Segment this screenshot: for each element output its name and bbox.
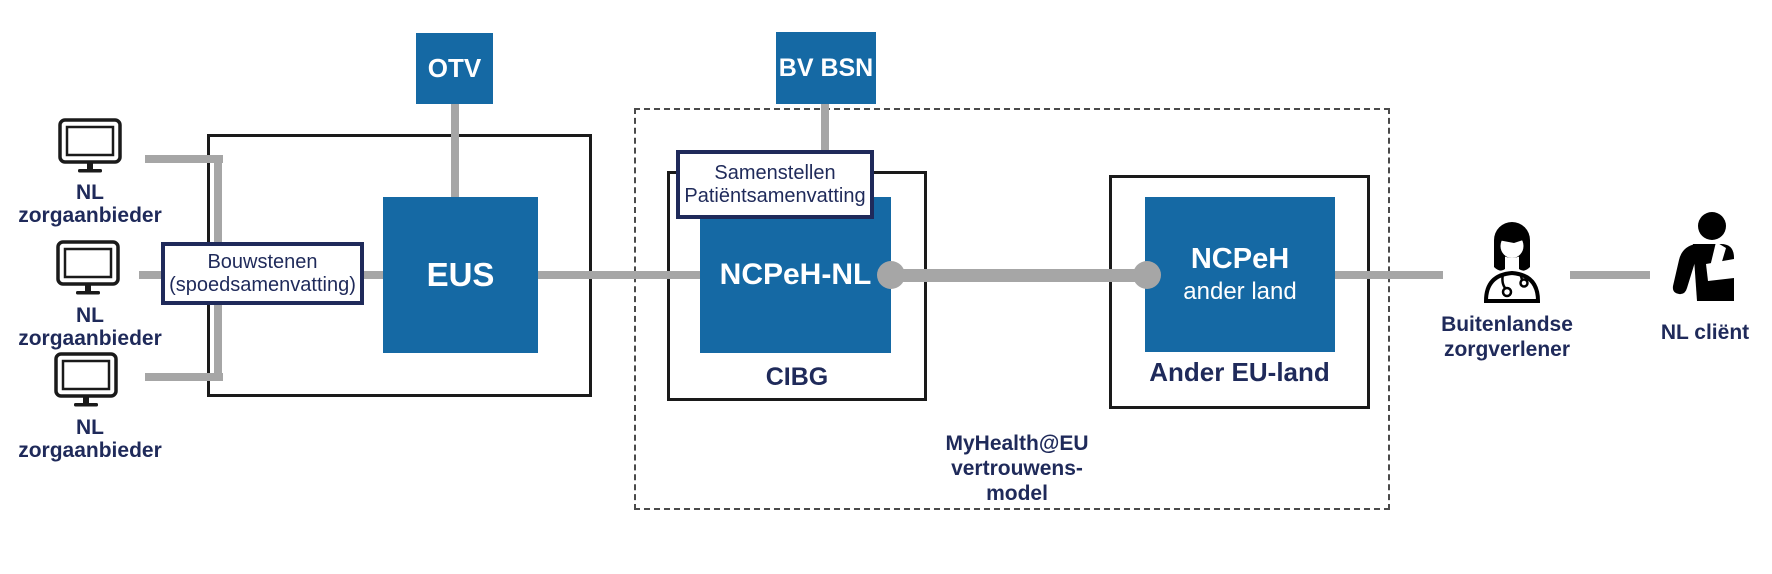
ncpeh-other-title: NCPeH [1190, 243, 1290, 275]
nl-client-label: NL cliënt [1660, 321, 1750, 344]
samenstellen-line2: Patiëntsamenvatting [684, 184, 866, 207]
samenstellen-box: Samenstellen Patiëntsamenvatting [676, 150, 874, 219]
provider1-line2: zorgaanbieder [18, 204, 162, 227]
provider3-label: NL zorgaanbieder [0, 416, 180, 462]
other-eu-country-container [1109, 175, 1370, 409]
trust-model-line1: MyHealth@EU [945, 432, 1089, 455]
trust-model-line2: vertrouwens- [951, 457, 1083, 480]
otv-box: OTV [416, 33, 493, 104]
ncpeh-other-subtitle: ander land [1183, 278, 1297, 305]
connector-ncpeh-to-doctor [1335, 271, 1443, 279]
ncpeh-nl-box: NCPeH-NL [700, 197, 891, 353]
provider3-line2: zorgaanbieder [18, 439, 162, 462]
eus-label: EUS [426, 256, 495, 293]
ncpeh-other-box: NCPeH ander land [1145, 197, 1335, 352]
trust-model-label: MyHealth@EU vertrouwens- model [932, 431, 1102, 506]
cibg-label: CIBG [765, 363, 829, 391]
trust-model-line3: model [986, 482, 1048, 505]
bouwstenen-line2: (spoedsamenvatting) [169, 273, 356, 296]
connector-otv-to-eus [451, 104, 459, 198]
connector-eus-to-ncpeh-nl [538, 271, 701, 279]
bv-bsn-box: BV BSN [776, 32, 876, 104]
provider2-label: NL zorgaanbieder [0, 304, 180, 350]
foreign-provider-line2: zorgverlener [1443, 338, 1571, 361]
monitor-icon [54, 352, 118, 407]
provider2-line2: zorgaanbieder [18, 327, 162, 350]
connector-ncpeh-trust-link [891, 269, 1147, 282]
bv-bsn-label: BV BSN [778, 53, 874, 82]
bouwstenen-box: Bouwstenen (spoedsamenvatting) [161, 242, 364, 305]
trust-link-dot-right [1133, 261, 1161, 289]
samenstellen-line1: Samenstellen [714, 161, 836, 184]
connector-doctor-to-client [1570, 271, 1650, 279]
provider1-label: NL zorgaanbieder [0, 181, 180, 227]
trust-link-dot-left [877, 261, 905, 289]
patient-arm-sling-icon [1672, 212, 1734, 301]
foreign-provider-line1: Buitenlandse [1441, 313, 1573, 336]
provider2-line1: NL [76, 304, 104, 327]
myhealth-eu-trust-boundary [634, 108, 1390, 510]
connector-provider3 [145, 373, 223, 381]
monitor-icon [56, 240, 120, 295]
connector-provider1 [145, 155, 223, 163]
otv-label: OTV [427, 53, 482, 83]
bouwstenen-line1: Bouwstenen [207, 250, 318, 273]
other-eu-country-label: Ander EU-land [1149, 357, 1330, 387]
provider3-line1: NL [76, 416, 104, 439]
monitor-icon [58, 118, 122, 173]
ncpeh-nl-label: NCPeH-NL [719, 258, 872, 291]
foreign-provider-label: Buitenlandse zorgverlener [1407, 312, 1607, 362]
eus-box: EUS [383, 197, 538, 353]
doctor-icon [1483, 222, 1541, 303]
provider1-line1: NL [76, 181, 104, 204]
